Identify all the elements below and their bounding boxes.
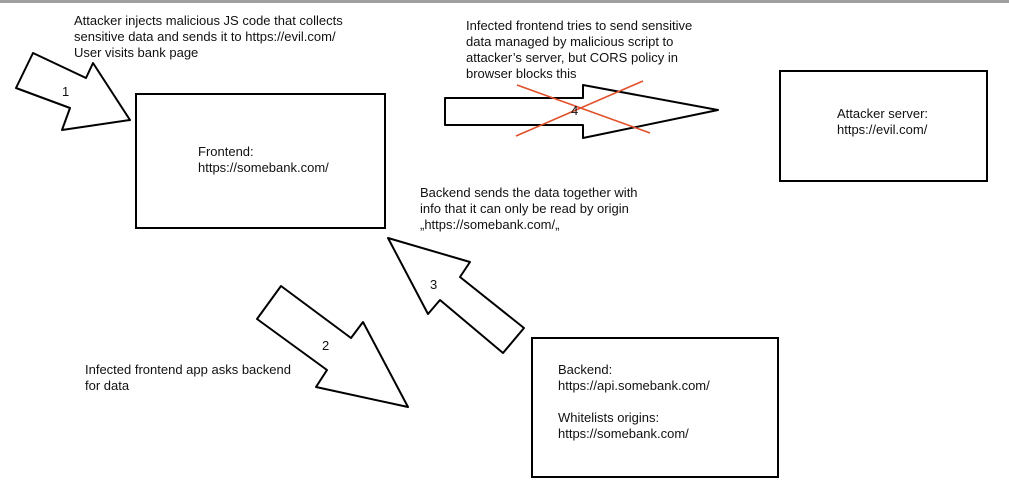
attacker-server-label: Attacker server:https://evil.com/ (837, 106, 929, 137)
blocked-cross-line-2 (515, 80, 644, 137)
backend-box (531, 337, 779, 478)
arrow-2-number: 2 (322, 338, 330, 353)
arrow-4 (444, 84, 719, 139)
attacker-server-box (779, 70, 988, 182)
arrow-4-number: 4 (571, 103, 579, 118)
blocked-cross-line-1 (516, 84, 651, 134)
arrow-3 (387, 237, 525, 354)
arrow-1-number: 1 (62, 84, 70, 99)
arrow-2 (256, 285, 409, 408)
step4-note: Infected frontend tries to send sensitiv… (466, 18, 693, 81)
backend-label: Backend:https://api.somebank.com/Whiteli… (558, 362, 710, 441)
arrow-3-number: 3 (430, 277, 438, 292)
top-border (0, 0, 1009, 3)
frontend-box (135, 93, 386, 229)
step1-note: Attacker injects malicious JS code that … (74, 13, 343, 60)
arrow-1 (15, 52, 131, 131)
frontend-label: Frontend:https://somebank.com/ (198, 144, 329, 175)
